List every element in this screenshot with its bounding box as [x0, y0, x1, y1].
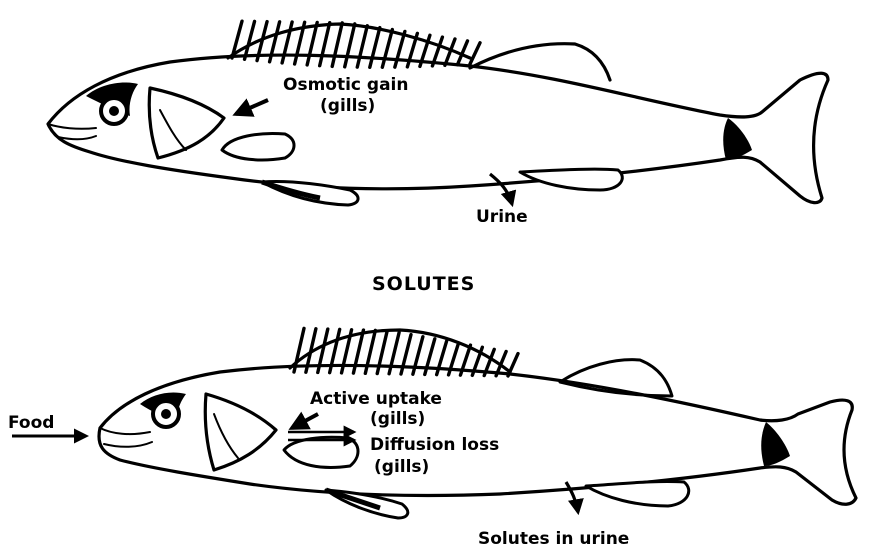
bottom-active-uptake-arrow: [292, 414, 318, 428]
fin-spine: [332, 23, 342, 66]
fin-spine: [382, 30, 392, 68]
bottom-anal-fin: [586, 481, 689, 506]
top-osmotic-label-1: Osmotic gain: [283, 75, 408, 95]
top-fish: Osmotic gain (gills) Urine: [48, 21, 828, 227]
bottom-active-label-1: Active uptake: [310, 389, 442, 409]
fin-spine: [282, 22, 292, 63]
top-dorsal-fin: [228, 21, 480, 67]
fin-spine: [357, 26, 367, 67]
fin-spine: [345, 24, 355, 67]
top-fish-body: [48, 55, 828, 203]
fin-spine: [245, 21, 255, 59]
bottom-pectoral-fin: [284, 437, 358, 467]
bottom-gill-cover: [205, 394, 276, 470]
section-heading: SOLUTES: [372, 273, 475, 295]
top-urine-label: Urine: [476, 207, 528, 227]
fin-spine: [395, 31, 405, 67]
fin-spine: [320, 23, 330, 66]
top-urine-arrow: [490, 174, 512, 204]
bottom-dorsal-fin: [290, 328, 518, 376]
bottom-solutes-urine-arrow: [566, 482, 578, 512]
top-osmotic-label-2: (gills): [320, 96, 375, 116]
fin-spine: [470, 43, 480, 64]
top-soft-dorsal-fin: [470, 44, 610, 80]
top-gill-cover: [149, 88, 224, 158]
top-anal-fin: [520, 169, 622, 190]
bottom-food-label: Food: [8, 413, 54, 433]
fin-spine: [370, 28, 380, 68]
bottom-diffusion-label-2: (gills): [374, 457, 429, 477]
top-pectoral-fin: [222, 134, 294, 160]
bottom-diffusion-label-1: Diffusion loss: [370, 435, 499, 455]
fin-spine: [307, 22, 317, 64]
bottom-solutes-urine-label: Solutes in urine: [478, 529, 629, 549]
top-osmotic-arrow: [236, 100, 268, 114]
bottom-fish: Food Active uptake (gills) Diffusion los…: [8, 328, 856, 549]
bottom-mouth: [100, 428, 152, 447]
bottom-active-label-2: (gills): [370, 409, 425, 429]
